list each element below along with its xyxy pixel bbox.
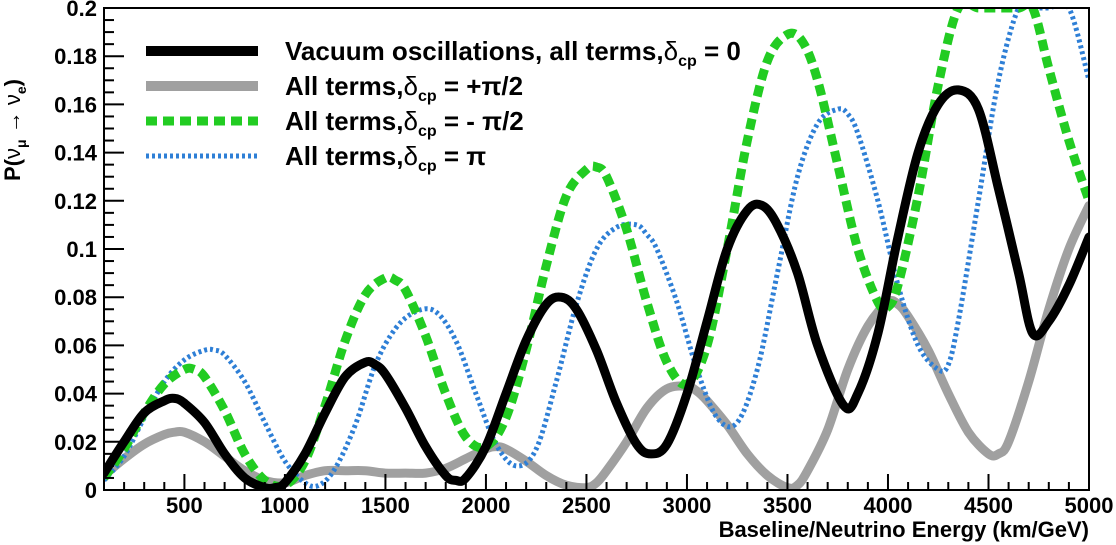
x-tick-label: 2500 [562, 493, 611, 518]
x-tick-label: 4500 [964, 493, 1013, 518]
y-tick-label: 0.12 [54, 189, 97, 214]
series-line-0 [104, 85, 1089, 490]
legend-label: Vacuum oscillations, all terms,δcp = 0 [285, 36, 741, 70]
y-axis-label-text: P(νμ → νe) [0, 79, 29, 181]
legend-label: All terms,δcp = π [285, 141, 486, 175]
x-tick-label: 4000 [864, 493, 913, 518]
legend-label: All terms,δcp = +π/2 [285, 71, 523, 105]
x-tick-label: 3000 [662, 493, 711, 518]
y-tick-label: 0.04 [54, 382, 98, 407]
x-tick-label: 1000 [260, 493, 309, 518]
x-tick-label: 3500 [763, 493, 812, 518]
y-tick-label: 0.14 [54, 141, 98, 166]
y-tick-label: 0.06 [54, 333, 97, 358]
y-axis-label: P(νμ → νe) [0, 79, 29, 181]
y-tick-label: 0 [85, 478, 97, 503]
axis-ticks: 500 1000 1500 2000 2500 3000 3500 4000 4500 5000 0… [54, 0, 1113, 518]
series-line-3 [104, 8, 1089, 490]
y-tick-label: 0.1 [66, 237, 97, 262]
x-axis-label: Baseline/Neutrino Energy (km/GeV) [719, 517, 1089, 542]
y-tick-label: 0.08 [54, 285, 97, 310]
legend-label: All terms,δcp = - π/2 [285, 106, 524, 140]
y-tick-label: 0.2 [66, 0, 97, 21]
y-tick-label: 0.16 [54, 92, 97, 117]
y-tick-label: 0.02 [54, 430, 97, 455]
x-tick-label: 1500 [361, 493, 410, 518]
y-tick-label: 0.18 [54, 44, 97, 69]
x-tick-label: 500 [166, 493, 203, 518]
x-tick-label: 5000 [1065, 493, 1114, 518]
x-tick-label: 2000 [461, 493, 510, 518]
curves [104, 8, 1089, 490]
legend: Vacuum oscillations, all terms,δcp = 0Al… [136, 30, 741, 176]
series-line-1 [104, 201, 1089, 490]
